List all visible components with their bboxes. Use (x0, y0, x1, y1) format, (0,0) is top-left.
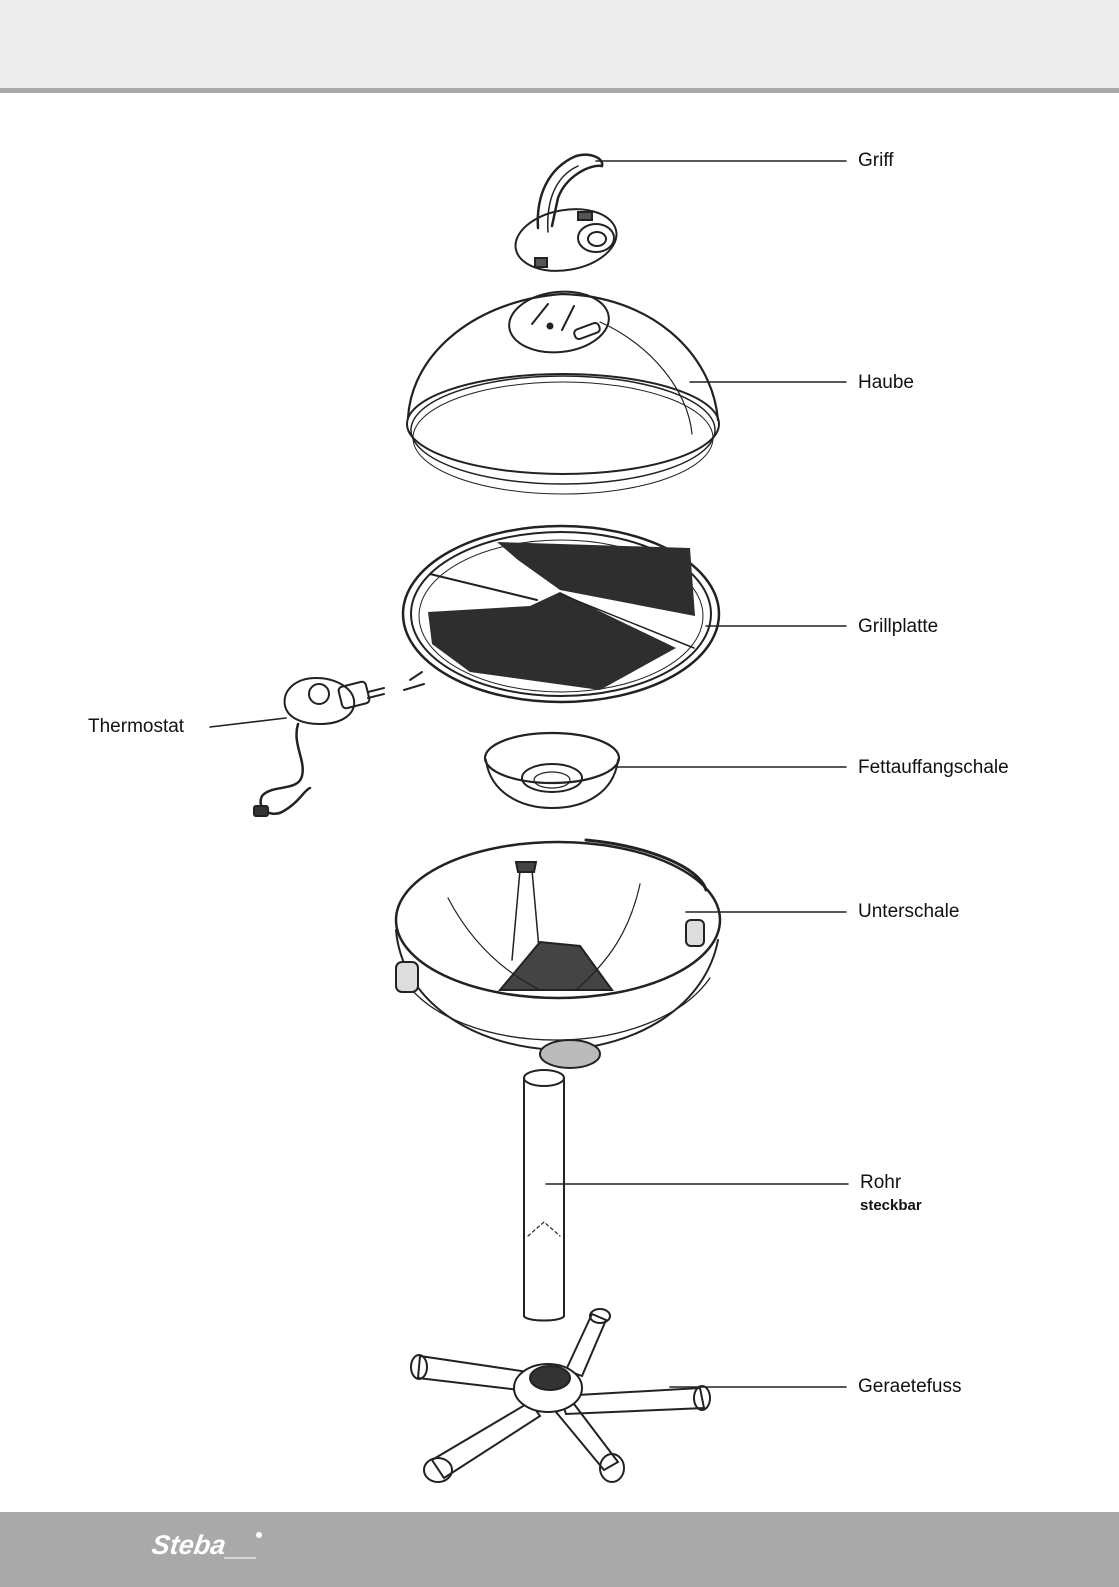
label-geraetefuss: Geraetefuss (858, 1376, 962, 1398)
logo-underline (224, 1557, 256, 1559)
handle-part (511, 155, 622, 279)
label-haube: Haube (858, 372, 914, 394)
label-griff: Griff (858, 150, 894, 172)
registered-mark-icon (256, 1532, 262, 1538)
lid-part (407, 287, 719, 494)
lower-bowl-part (396, 840, 720, 1068)
drip-tray-part (485, 733, 619, 808)
stand-base-part (411, 1309, 710, 1482)
label-rohr-note: steckbar (860, 1197, 922, 1214)
label-fettauffangschale: Fettauffangschale (858, 757, 1009, 779)
label-grillplatte: Grillplatte (858, 616, 938, 638)
label-unterschale: Unterschale (858, 901, 959, 923)
tube-part (524, 1070, 564, 1321)
brand-logo: Steba (150, 1530, 228, 1561)
label-rohr: Rohr (860, 1172, 901, 1194)
grill-plate-part (403, 526, 719, 702)
label-thermostat: Thermostat (88, 716, 184, 738)
leader-lines (210, 161, 848, 1387)
thermostat-part (254, 678, 384, 816)
